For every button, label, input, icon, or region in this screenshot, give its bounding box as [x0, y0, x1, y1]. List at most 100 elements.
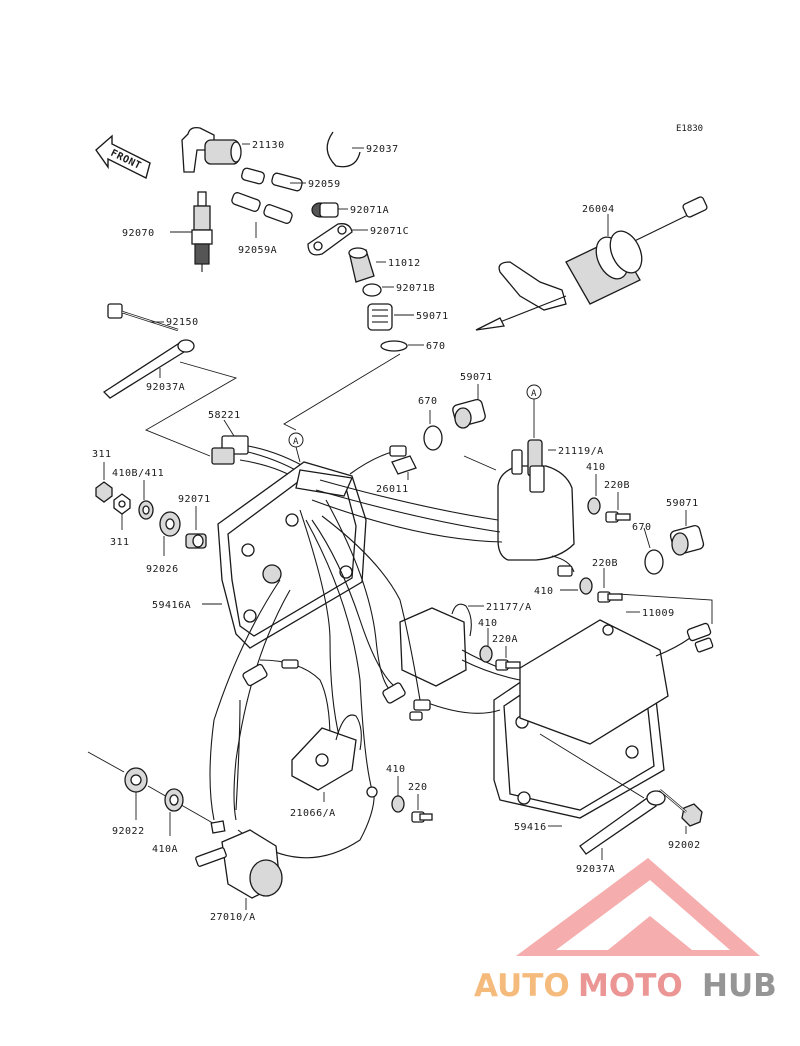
callout-a-top-letter: A — [531, 389, 537, 399]
relay-27010 — [195, 820, 283, 899]
label-220A: 220A — [492, 634, 518, 645]
label-92059: 92059 — [308, 179, 341, 190]
washer-410-c — [479, 645, 493, 663]
bolt-92150 — [107, 303, 179, 332]
plate-92071C — [307, 223, 353, 256]
label-670-mid: 670 — [418, 396, 438, 407]
front-arrow: FRONT — [95, 134, 151, 180]
label-92071B: 92071B — [396, 283, 435, 294]
grommet-59071-right — [669, 525, 705, 556]
washer-410-d — [391, 795, 405, 813]
tie-92037A — [102, 339, 195, 399]
callout-a-left-letter: A — [293, 437, 299, 447]
grommet-59071-mid — [452, 398, 486, 429]
label-311-b: 311 — [110, 537, 130, 548]
label-11012: 11012 — [388, 258, 421, 269]
label-59071-top: 59071 — [416, 311, 449, 322]
harness-connector-c — [382, 682, 406, 704]
grommet-59071-top — [367, 303, 393, 331]
grommet-92022 — [124, 767, 148, 793]
label-92150: 92150 — [166, 317, 199, 328]
harness-connector-b — [281, 659, 299, 669]
harness-connector-d — [413, 699, 431, 711]
label-26011: 26011 — [376, 484, 409, 495]
label-311-a: 311 — [92, 449, 112, 460]
washer-410-b — [579, 577, 593, 595]
coil-26004 — [475, 196, 708, 331]
label-220: 220 — [408, 782, 428, 793]
nut-311-a — [95, 481, 113, 503]
tube-92059A — [231, 192, 293, 224]
watermark: AUTO MOTO HUB — [474, 858, 777, 1004]
label-92026: 92026 — [146, 564, 179, 575]
case-59416 — [493, 619, 669, 819]
watermark-moto: MOTO — [578, 968, 683, 1004]
label-92070: 92070 — [122, 228, 155, 239]
watermark-hub: HUB — [702, 968, 777, 1004]
lead-26011 — [349, 445, 417, 475]
label-92059A: 92059A — [238, 245, 277, 256]
label-410-d: 410 — [386, 764, 406, 775]
label-92071: 92071 — [178, 494, 211, 505]
bolt-220B-a — [605, 511, 631, 523]
label-21066: 21066/A — [290, 808, 336, 819]
clip-92037 — [326, 131, 361, 168]
label-11009: 11009 — [642, 608, 675, 619]
rectifier-21066 — [291, 714, 362, 791]
bolt-92002 — [659, 789, 703, 827]
seal-92071A — [311, 202, 339, 218]
harness-ring-terminal — [366, 786, 378, 798]
label-410-c: 410 — [478, 618, 498, 629]
label-59416A: 59416A — [152, 600, 191, 611]
label-21130: 21130 — [252, 140, 285, 151]
bolt-220B-b — [597, 591, 623, 603]
label-92037A-bottom: 92037A — [576, 864, 615, 875]
label-59071-mid: 59071 — [460, 372, 493, 383]
harness-connector-e — [409, 711, 423, 721]
spark-plug — [191, 191, 213, 272]
label-92071A: 92071A — [350, 205, 389, 216]
label-92037A: 92037A — [146, 382, 185, 393]
nut-311-b — [113, 493, 131, 515]
label-670-top: 670 — [426, 341, 446, 352]
case-59416A — [217, 461, 367, 649]
connector-leads-right — [655, 622, 714, 657]
label-410B-411: 410B/411 — [112, 468, 164, 479]
watermark-auto: AUTO — [474, 968, 570, 1004]
label-92071C: 92071C — [370, 226, 409, 237]
regulator-21177 — [399, 603, 521, 687]
seal-92071 — [185, 533, 207, 549]
label-92037: 92037 — [366, 144, 399, 155]
label-59416: 59416 — [514, 822, 547, 833]
connector-58221 — [211, 435, 311, 483]
label-220B-a: 220B — [604, 480, 630, 491]
washer-410A — [164, 788, 184, 812]
grommet-92026 — [159, 511, 181, 537]
harness-connector-a — [242, 663, 268, 687]
label-410-a: 410 — [586, 462, 606, 473]
oring-670-right — [644, 549, 664, 575]
cap-11012 — [348, 247, 375, 283]
label-92002: 92002 — [668, 840, 701, 851]
tube-92059 — [241, 167, 303, 192]
label-21119: 21119/A — [558, 446, 604, 457]
label-220B-b: 220B — [592, 558, 618, 569]
oring-670-mid — [423, 425, 443, 451]
label-670-right: 670 — [632, 522, 652, 533]
bolt-220 — [411, 811, 433, 823]
washer-410B-411 — [138, 500, 154, 520]
label-410-b: 410 — [534, 586, 554, 597]
figure-code: E1830 — [676, 124, 703, 134]
label-92022: 92022 — [112, 826, 145, 837]
label-410A: 410A — [152, 844, 178, 855]
watermark-logo — [516, 858, 760, 956]
spark-plug-cap — [181, 126, 250, 173]
bolt-220A — [495, 659, 521, 671]
label-26004: 26004 — [582, 204, 615, 215]
washer-410-a — [587, 497, 601, 515]
coil-unit-21119 — [497, 439, 575, 577]
label-58221: 58221 — [208, 410, 241, 421]
tie-92037A-bottom — [579, 790, 666, 855]
seal-92071B — [362, 283, 382, 297]
